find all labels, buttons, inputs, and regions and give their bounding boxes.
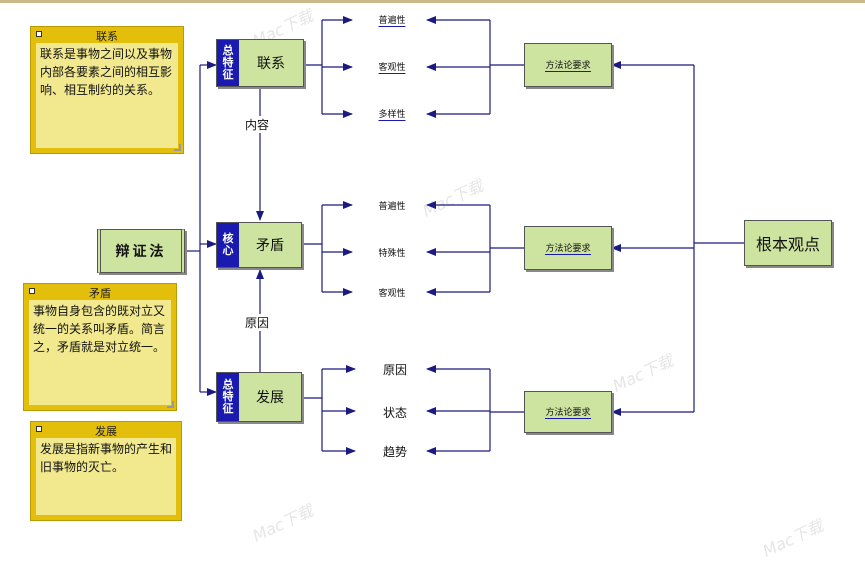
root-label: 辩证法	[115, 244, 167, 260]
note-title: 发展	[95, 425, 117, 438]
method-box[interactable]: 方法论要求	[524, 391, 612, 433]
method-label: 方法论要求	[545, 241, 591, 255]
leaf-universality[interactable]: 普遍性	[378, 202, 406, 212]
leaf-particularity[interactable]: 特殊性	[378, 249, 406, 259]
node-label: 矛盾	[256, 238, 284, 254]
note-title: 联系	[96, 30, 118, 43]
node-label: 联系	[257, 56, 285, 72]
viewpoint-label: 根本观点	[755, 235, 820, 254]
resize-grip-icon[interactable]	[174, 144, 181, 151]
method-box[interactable]: 方法论要求	[524, 43, 612, 87]
note-header: 联系	[31, 27, 183, 43]
node-tag: 总特征	[217, 373, 239, 421]
leaf-diversity[interactable]: 多样性	[378, 107, 406, 121]
leaf-state[interactable]: 状态	[382, 406, 408, 420]
note-body: 事物自身包含的既对立又统一的关系叫矛盾。简言之，矛盾就是对立统一。	[29, 300, 171, 405]
node-maodun[interactable]: 核心 矛盾	[216, 222, 302, 268]
note-icon	[29, 288, 35, 294]
note-icon	[36, 31, 42, 37]
node-fazhan[interactable]: 总特征 发展	[216, 372, 302, 422]
top-border	[0, 0, 865, 3]
edge-label-cause: 原因	[245, 314, 270, 331]
note-body: 发展是指新事物的产生和旧事物的灭亡。	[36, 438, 176, 515]
leaf-objectivity[interactable]: 客观性	[378, 60, 406, 74]
node-lianxi[interactable]: 总特征 联系	[216, 39, 304, 87]
method-label: 方法论要求	[545, 405, 591, 419]
edge-label-content: 内容	[245, 116, 270, 133]
method-label: 方法论要求	[545, 58, 591, 72]
leaf-cause[interactable]: 原因	[382, 363, 408, 377]
note-fazhan[interactable]: 发展 发展是指新事物的产生和旧事物的灭亡。	[30, 421, 182, 521]
method-box[interactable]: 方法论要求	[524, 226, 612, 270]
resize-grip-icon[interactable]	[167, 401, 174, 408]
leaf-universality[interactable]: 普遍性	[378, 13, 406, 27]
note-lianxi[interactable]: 联系 联系是事物之间以及事物内部各要素之间的相互影响、相互制约的关系。	[30, 26, 184, 154]
leaf-objectivity[interactable]: 客观性	[378, 289, 406, 299]
leaf-trend[interactable]: 趋势	[382, 445, 408, 459]
note-title: 矛盾	[89, 287, 111, 300]
note-icon	[36, 426, 42, 432]
viewpoint-node[interactable]: 根本观点	[744, 220, 832, 266]
root-node[interactable]: 辩证法	[97, 229, 185, 273]
node-tag: 核心	[217, 223, 239, 267]
note-maodun[interactable]: 矛盾 事物自身包含的既对立又统一的关系叫矛盾。简言之，矛盾就是对立统一。	[23, 283, 177, 411]
node-label: 发展	[256, 390, 284, 406]
node-tag: 总特征	[217, 40, 239, 86]
note-header: 发展	[31, 422, 181, 438]
note-body: 联系是事物之间以及事物内部各要素之间的相互影响、相互制约的关系。	[36, 43, 178, 148]
note-header: 矛盾	[24, 284, 176, 300]
